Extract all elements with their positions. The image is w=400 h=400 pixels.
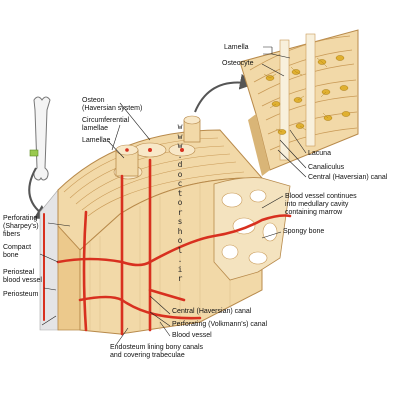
central-canal-top-label: Central (Haversian) canal	[308, 174, 387, 182]
central-canal-bottom-label: Central (Haversian) canal	[172, 308, 251, 316]
lamella-label: Lamella	[224, 44, 249, 52]
periosteal-vessel-label: Periosteal blood vessel	[3, 269, 42, 285]
lamellae-label: Lamellae	[82, 137, 110, 145]
lacuna-label: Lacuna	[308, 150, 331, 158]
blood-vessel-label: Blood vessel	[172, 332, 212, 340]
compact-bone-label: Compact bone	[3, 244, 31, 260]
watermark-text: w w w . d o c t o r s h o l . i r	[174, 122, 186, 284]
endosteum-label: Endosteum lining bony canals and coverin…	[110, 344, 203, 360]
blood-vessel-continues-label: Blood vessel continues into medullary ca…	[285, 193, 357, 217]
periosteum-label: Periosteum	[3, 291, 38, 299]
osteon-label: Osteon (Haversian system)	[82, 97, 142, 113]
canaliculus-label: Canaliculus	[308, 164, 344, 172]
perforating-canal-label: Perforating (Volkmann's) canal	[172, 321, 267, 329]
spongy-bone-label: Spongy bone	[283, 228, 324, 236]
perforating-fibers-label: Perforating (Sharpey's) fibers	[3, 215, 39, 239]
circumferential-lamellae-label: Circumferential lamellae	[82, 117, 129, 133]
osteocyte-label: Osteocyte	[222, 60, 254, 68]
